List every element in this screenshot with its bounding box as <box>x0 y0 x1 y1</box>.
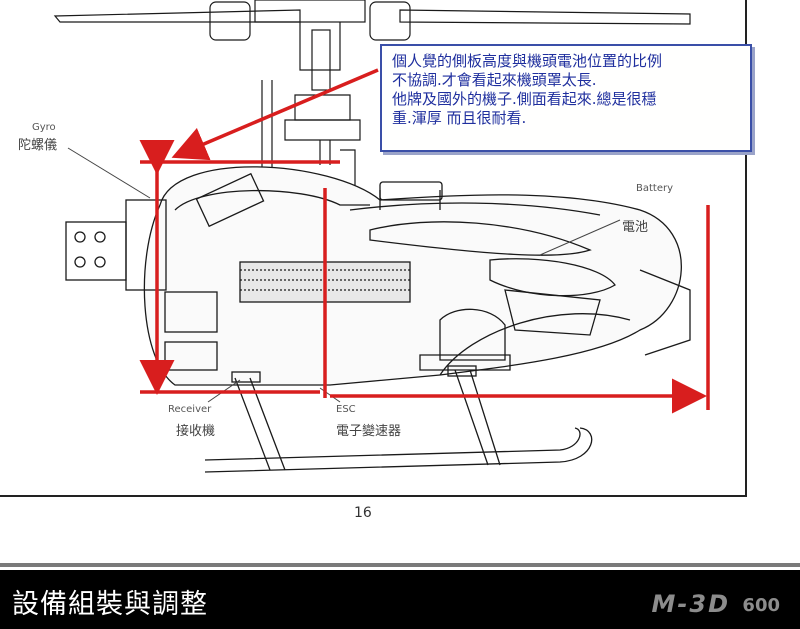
annotation-note: 個人覺的側板高度與機頭電池位置的比例 不協調.才會看起來機頭罩太長. 他牌及國外… <box>380 44 752 152</box>
footer-divider <box>0 563 800 567</box>
receiver-label-en: Receiver <box>168 404 212 415</box>
battery-label-zh: 電池 <box>622 220 649 235</box>
helicopter-line-drawing <box>53 0 710 473</box>
note-line-1: 個人覺的側板高度與機頭電池位置的比例 <box>392 52 663 70</box>
page-number: 16 <box>354 505 372 521</box>
section-title: 設備組裝與調整 <box>12 589 208 620</box>
esc-label-zh: 電子變速器 <box>336 424 402 439</box>
brand-logo: M-3D <box>651 590 730 618</box>
gyro-label-zh: 陀螺儀 <box>18 138 58 153</box>
note-line-2: 不協調.才會看起來機頭罩太長. <box>392 71 597 89</box>
gyro-label-en: Gyro <box>32 122 56 133</box>
battery-label-en: Battery <box>636 183 674 194</box>
receiver-label-zh: 接收機 <box>176 424 216 439</box>
brand-model: 600 <box>742 595 780 616</box>
esc-label-en: ESC <box>336 404 356 415</box>
note-line-3: 他牌及國外的機子.側面看起來.總是很穩 <box>392 90 657 108</box>
note-line-4: 重.渾厚 而且很耐看. <box>392 109 527 127</box>
footer-bar: 設備組裝與調整 M-3D 600 <box>0 570 800 629</box>
drawing-frame <box>0 0 747 497</box>
red-annotations <box>139 68 710 414</box>
fuselage <box>65 166 691 386</box>
rotor-assembly <box>53 0 691 215</box>
